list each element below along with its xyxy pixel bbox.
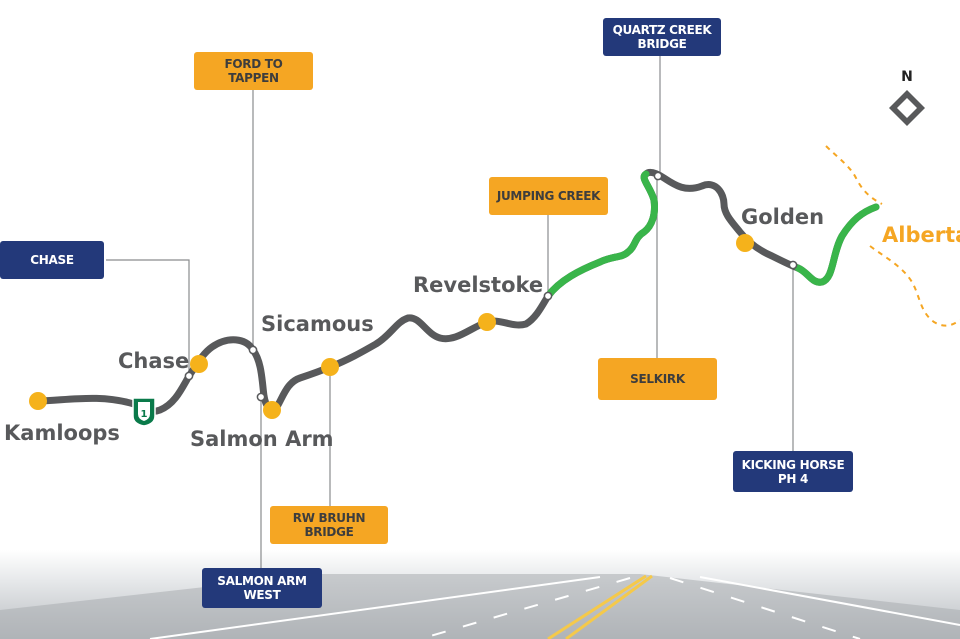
project-tag-kicking-horse-ph4[interactable]: KICKING HORSE PH 4 [733,451,853,492]
alberta-border-lower [869,245,960,327]
town-label-salmon-arm: Salmon Arm [190,427,334,451]
project-point-ford-to-tappen [248,345,258,355]
town-label-golden: Golden [741,205,825,229]
alberta-border-upper [825,145,883,205]
town-marker-chase [190,355,208,373]
town-marker-kamloops [29,392,47,410]
project-tag-selkirk[interactable]: SELKIRK [598,358,717,400]
project-point-quartz-creek [653,171,663,181]
town-label-kamloops: Kamloops [4,421,120,445]
town-marker-sicamous [321,358,339,376]
town-label-chase: Chase [118,349,190,373]
leader-chase [106,259,190,376]
project-tag-jumping-creek[interactable]: JUMPING CREEK [489,177,608,215]
compass-north-label: N [901,69,913,85]
project-tag-ford-to-tappen[interactable]: FORD TO TAPPEN [194,52,313,90]
project-point-kicking-horse [788,260,798,270]
project-tag-quartz-creek-bridge[interactable]: QUARTZ CREEK BRIDGE [603,18,721,56]
highway-route [34,168,880,415]
project-points [184,171,798,402]
project-point-jumping-creek [543,291,553,301]
project-point-chase [184,371,194,381]
completed-segment-jumping-creek [544,170,658,300]
leader-lines [106,56,794,568]
project-tag-chase[interactable]: CHASE [0,241,104,279]
region-label-alberta: Alberta [882,223,960,247]
town-marker-golden [736,234,754,252]
project-tag-salmon-arm-west[interactable]: SALMON ARM WEST [202,568,322,608]
town-marker-salmon-arm [263,401,281,419]
town-label-sicamous: Sicamous [261,312,374,336]
project-tag-rw-bruhn-bridge[interactable]: RW BRUHN BRIDGE [270,506,388,544]
town-label-revelstoke: Revelstoke [413,273,544,297]
project-point-salmon-arm-west [256,392,266,402]
town-markers [29,234,754,419]
completed-segment-kicking-horse [794,203,880,286]
compass-icon [889,90,925,126]
town-marker-revelstoke [478,313,496,331]
highway-shield-icon: 1 [132,397,156,427]
highway-shield-number: 1 [141,409,148,420]
